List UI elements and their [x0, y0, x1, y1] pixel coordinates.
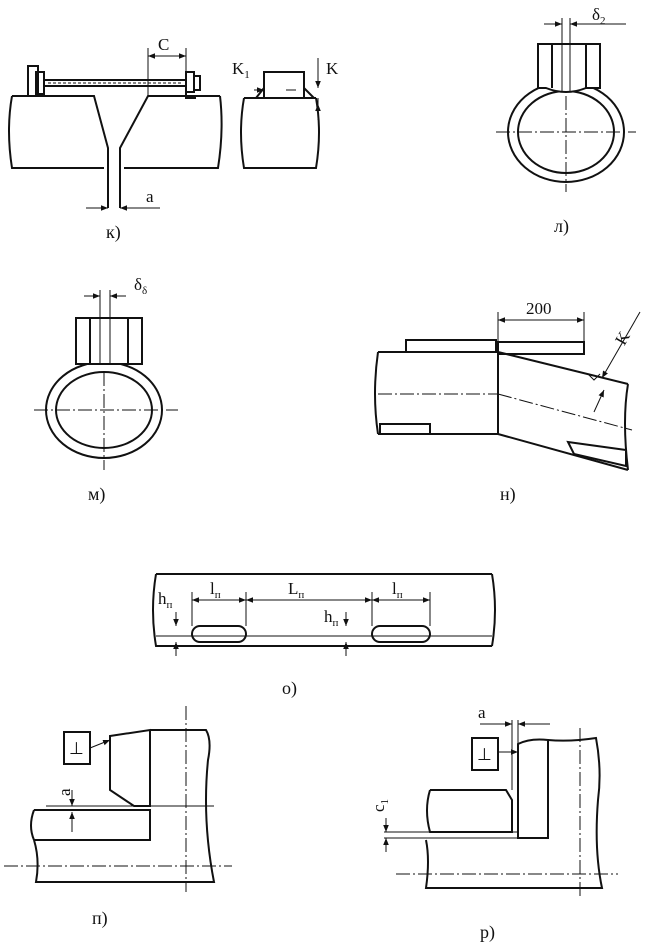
o-label-h2: hп: [324, 607, 339, 629]
p-tool: [109, 728, 151, 807]
n-right-pipe: [497, 341, 629, 471]
o-label-h1: hп: [158, 589, 173, 611]
p-label-a: a: [55, 788, 74, 796]
p-lower-plate: [30, 809, 151, 841]
o-tack-weld-1: [191, 625, 247, 643]
r-dim-a: a: [478, 703, 550, 790]
k-label-k: K: [326, 59, 339, 78]
r-dim-c1: c1: [369, 799, 391, 852]
k-label-a: a: [146, 187, 154, 206]
r-label-a: a: [478, 703, 486, 722]
p-dim-a: a: [55, 788, 75, 832]
o-dim-h-left: hп: [158, 589, 179, 656]
r-vertical-plate: [517, 738, 549, 839]
o-dim-chain: lп Lп lп: [191, 579, 431, 626]
k-left-plate: [8, 95, 223, 208]
panel-m: δδ м): [34, 275, 178, 505]
o-label-l2: lп: [392, 579, 403, 601]
k-label-k1: K1: [232, 59, 250, 81]
n-caption: н): [500, 484, 516, 505]
n-left-pipe: [374, 339, 499, 435]
n-label-200: 200: [526, 299, 552, 318]
k-clamp-bolt: [27, 65, 201, 99]
r-label-c1: c1: [369, 799, 391, 812]
n-dim-200: 200: [497, 299, 585, 352]
k-label-c: C: [158, 35, 169, 54]
k-dim-c: C: [147, 35, 187, 96]
o-dim-h-mid: hп: [324, 607, 349, 656]
p-caption: п): [92, 908, 108, 929]
o-label-L: Lп: [288, 579, 304, 601]
l-branch: [537, 18, 601, 93]
k-tee-joint: K1 K: [232, 58, 339, 169]
o-caption: о): [282, 678, 297, 699]
k-caption: к): [106, 222, 121, 243]
p-perp-symbol: ⊥: [63, 731, 111, 765]
m-label-delta: δδ: [134, 275, 147, 297]
panel-l: δ2 л): [496, 5, 636, 237]
r-caption: р): [480, 922, 495, 943]
m-branch: [75, 290, 143, 365]
m-dim-delta: δδ: [84, 275, 147, 299]
panel-p: ⊥ a п): [4, 706, 232, 929]
o-label-l1: lп: [210, 579, 221, 601]
n-label-k: K: [611, 327, 634, 348]
r-horizontal-plate: [426, 789, 513, 833]
r-workpiece-outline: [424, 736, 604, 889]
l-dim-delta: δ2: [544, 5, 626, 27]
n-dim-k: K: [593, 311, 641, 413]
n-axis-right: [497, 393, 633, 431]
o-tack-weld-2: [371, 625, 431, 643]
panel-o: lп Lп lп hп hп о): [152, 573, 496, 699]
panel-k: C a K1 K к): [8, 35, 339, 243]
l-caption: л): [554, 216, 569, 237]
r-perp-symbol: ⊥: [471, 737, 518, 771]
l-label-delta: δ2: [592, 5, 606, 27]
o-plate: [152, 573, 496, 647]
panel-r: ⊥ a c1 р): [369, 703, 618, 943]
k-dim-a: a: [86, 187, 160, 211]
p-label-perp: ⊥: [69, 739, 84, 758]
panel-n: 200 K н): [374, 299, 641, 505]
r-label-perp: ⊥: [477, 745, 492, 764]
m-caption: м): [88, 484, 105, 505]
